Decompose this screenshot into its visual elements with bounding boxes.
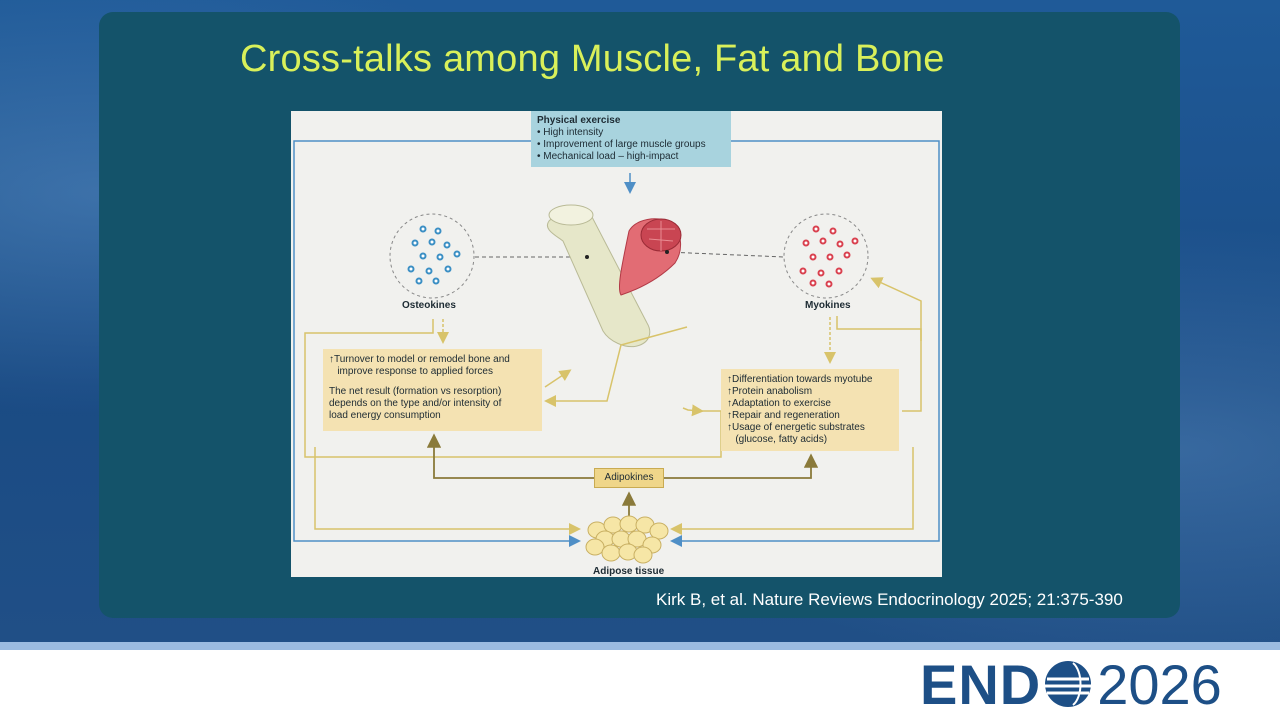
muscle-effect-line: ↑Differentiation towards myotube: [727, 374, 873, 385]
globe-icon: [1045, 661, 1092, 707]
muscle-to-bone-arrow: [544, 326, 688, 407]
citation: Kirk B, et al. Nature Reviews Endocrinol…: [656, 590, 1123, 609]
exercise-to-adipose-arrow-left: [293, 140, 581, 547]
muscle-to-adipose-arrow: [670, 447, 914, 535]
muscle-effect-line: ↑Protein anabolism: [727, 386, 813, 397]
logo-text-year: 2026: [1097, 652, 1222, 716]
muscle-effect-line: ↑Repair and regeneration: [727, 410, 840, 421]
bone-effect-up-arrow: [544, 369, 572, 388]
physical-exercise-box: Physical exercise • High intensity • Imp…: [531, 111, 731, 167]
bone-effect-line: load energy consumption: [329, 410, 441, 421]
myokines-return-arrow: [870, 277, 922, 341]
slide-title: Cross-talks among Muscle, Fat and Bone: [240, 38, 945, 80]
bone-effect-line: depends on the type and/or intensity of: [329, 398, 502, 409]
myokine-dots: [799, 225, 859, 288]
muscle-to-myokines-connector: [666, 251, 785, 258]
bone-to-adipose-arrow: [314, 447, 581, 535]
osteokines-to-muscle-arrow: [682, 404, 704, 417]
muscle-effect-line: ↑Usage of energetic substrates: [727, 422, 865, 433]
myokines-label: Myokines: [805, 300, 851, 311]
adipokines-box: Adipokines: [594, 468, 664, 488]
exercise-item: • Improvement of large muscle groups: [537, 139, 706, 150]
bone-effect-line: improve response to applied forces: [329, 366, 493, 377]
bone-effect-line: The net result (formation vs resorption): [329, 386, 502, 397]
physical-exercise-heading: Physical exercise: [537, 115, 621, 126]
osteokine-dots: [407, 225, 461, 285]
crosstalk-diagram: Physical exercise • High intensity • Imp…: [291, 111, 942, 577]
adipose-tissue-illustration: [585, 515, 669, 564]
bone-illustration: [547, 204, 651, 348]
exercise-item: • Mechanical load – high-impact: [537, 151, 679, 162]
muscle-effect-line: ↑Adaptation to exercise: [727, 398, 831, 409]
muscle-illustration: [618, 218, 682, 296]
bone-effect-spacer: [329, 378, 536, 386]
muscle-effects-box: ↑Differentiation towards myotube ↑Protei…: [721, 369, 899, 451]
adipose-tissue-label: Adipose tissue: [593, 566, 665, 577]
logo-text-end: END: [920, 652, 1042, 716]
osteokines-label: Osteokines: [402, 300, 456, 311]
osteokines-circle: [389, 213, 475, 299]
bone-effect-line: ↑Turnover to model or remodel bone and: [329, 354, 510, 365]
adipokines-to-muscle-arrow: [664, 453, 819, 479]
adipokines-to-bone-arrow: [426, 433, 594, 479]
bone-effects-box: ↑Turnover to model or remodel bone and i…: [323, 349, 542, 431]
diagram-graphics: [293, 140, 940, 564]
endo-2026-logo: END 2026: [920, 652, 1222, 716]
footer-rule: [0, 642, 1280, 650]
muscle-effect-line: (glucose, fatty acids): [727, 434, 828, 445]
exercise-to-adipose-arrow-right: [670, 140, 940, 547]
exercise-item: • High intensity: [537, 127, 604, 138]
myokines-circle: [783, 213, 869, 299]
